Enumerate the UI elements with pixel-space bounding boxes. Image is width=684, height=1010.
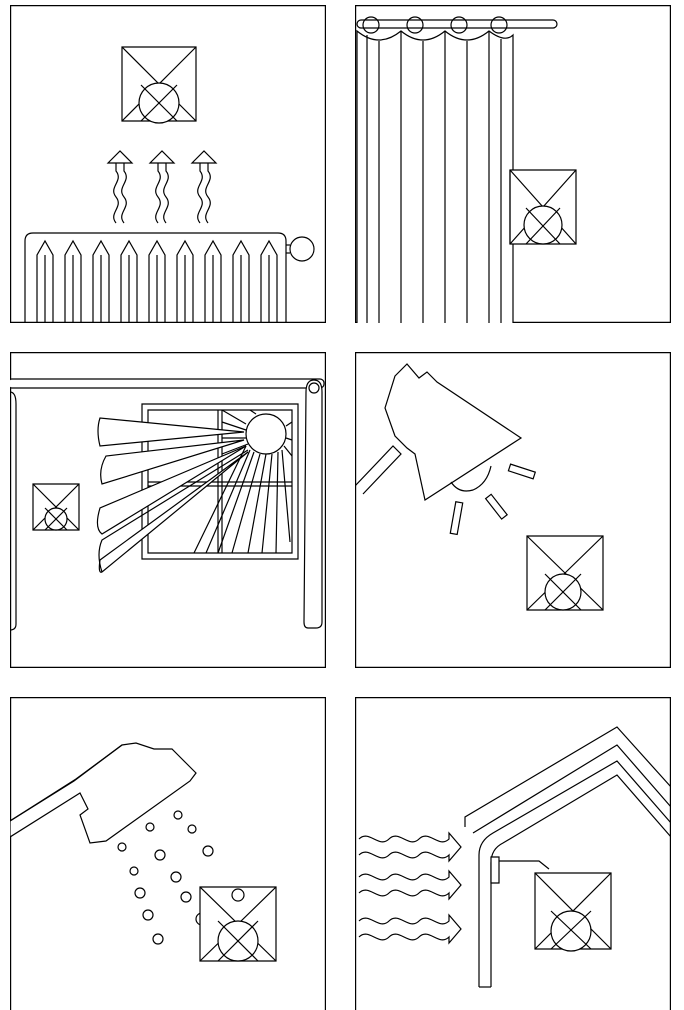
panel-curtain: [355, 5, 671, 323]
sensor-box-icon: [535, 873, 611, 951]
sensor-box-icon: [33, 484, 79, 530]
panel-border: [11, 698, 326, 1010]
panel-outdoor: [355, 697, 671, 1010]
sensor-box-icon: [527, 536, 603, 610]
heat-wave-icon: [108, 151, 216, 223]
panel-radiator: [10, 5, 326, 323]
panel-sunlight: [10, 352, 326, 668]
panel-border: [11, 6, 326, 323]
wind-arrow-icon: [359, 833, 461, 943]
lamp-icon: [355, 364, 521, 500]
curtain-icon: [357, 17, 513, 323]
sunbeam-icon: [97, 418, 248, 572]
panel-border: [356, 698, 671, 1010]
curtain-rod-icon: [357, 20, 557, 28]
sensor-box-icon: [510, 170, 576, 244]
shower-head-icon: [10, 743, 196, 843]
panel-lamp: [355, 352, 671, 668]
panel-border: [356, 353, 671, 668]
heat-radiator-icon: [25, 233, 314, 323]
curtain-rod-icon: [10, 379, 324, 630]
light-ray-icon: [450, 464, 535, 534]
house-wall-wind-icon: [465, 727, 671, 987]
sensor-box-icon: [122, 47, 196, 123]
panel-border: [11, 353, 326, 668]
panel-shower: [10, 697, 326, 1010]
sensor-box-icon: [200, 887, 276, 961]
